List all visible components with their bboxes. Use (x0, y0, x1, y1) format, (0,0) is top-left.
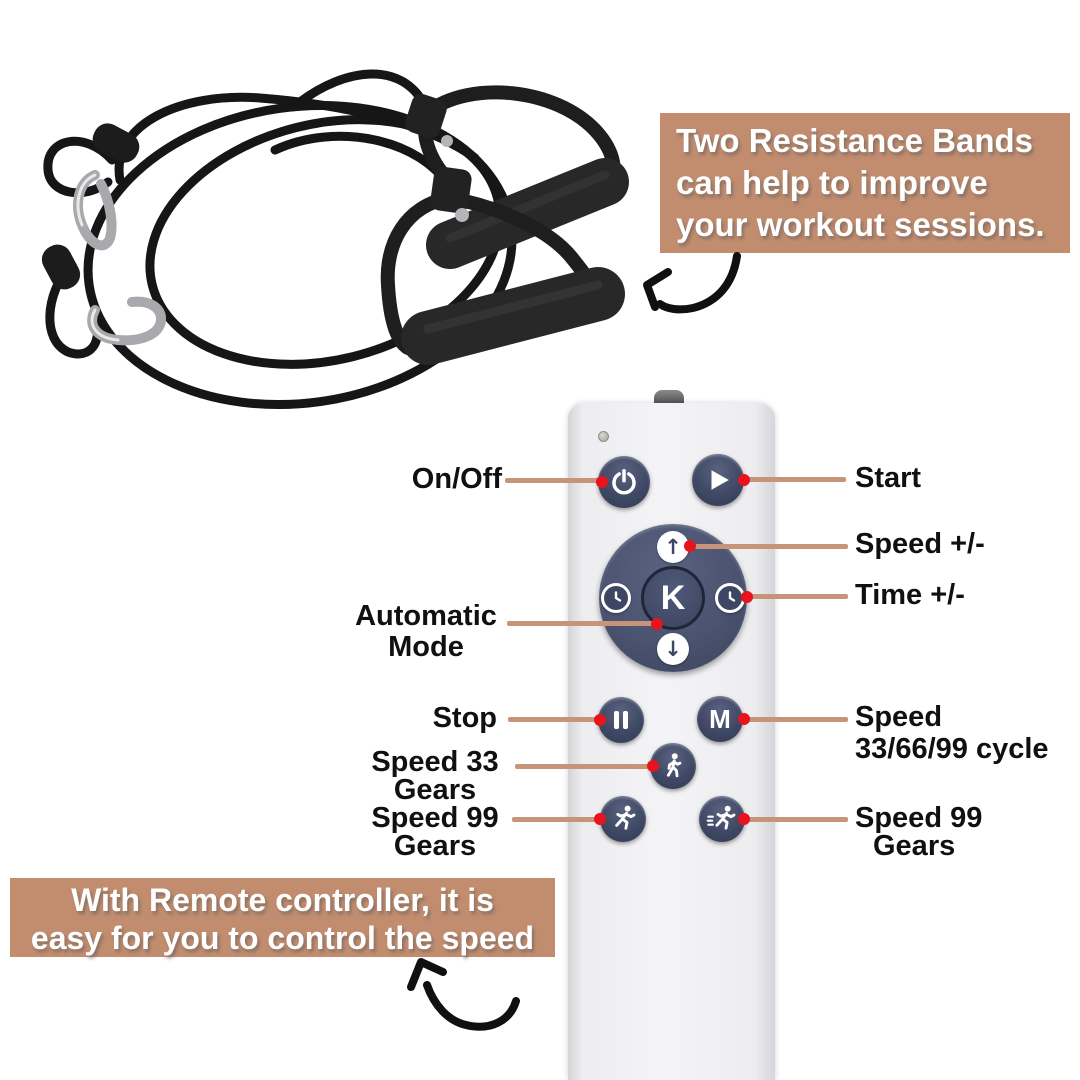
time-minus-button[interactable] (601, 583, 631, 613)
callout-dot-cycle (738, 713, 750, 725)
label-automatic-mode: Automatic Mode (355, 600, 497, 663)
down-arrow-icon: ↓ (664, 636, 682, 661)
label-speed-99-gears-right: Speed 99 Gears (855, 802, 983, 862)
callout-line-speed99-right (744, 817, 848, 822)
m-key-label: M (709, 703, 731, 734)
callout-dot-on-off (596, 476, 608, 488)
callout-dot-speed (684, 540, 696, 552)
bottom-banner: With Remote controller, it is easy for y… (10, 878, 555, 957)
callout-dot-time (741, 591, 753, 603)
callout-dot-speed99-right (738, 813, 750, 825)
speed-down-button[interactable]: ↓ (657, 633, 689, 665)
k-key-label: K (660, 578, 686, 617)
timer-icon (722, 590, 738, 606)
bottom-banner-line1: With Remote controller, it is (71, 882, 494, 918)
resistance-bands-photo (41, 69, 629, 410)
sprint-icon (706, 805, 736, 830)
label-speed-plus-minus: Speed +/- (855, 528, 985, 560)
dpad: ↑ ↓ K (599, 524, 747, 672)
pause-icon (614, 711, 628, 729)
label-speed-cycle: Speed 33/66/99 cycle (855, 701, 1049, 765)
walk-icon (666, 753, 682, 778)
label-speed-33-gears: Speed 33 Gears (371, 746, 499, 806)
power-icon (612, 469, 636, 495)
top-banner: Two Resistance Bands can help to improve… (660, 113, 1070, 253)
callout-line-on-off (505, 478, 603, 483)
start-button[interactable] (692, 454, 744, 506)
callout-line-speed99-left (512, 817, 601, 822)
mode-cycle-button[interactable]: M (697, 696, 743, 742)
label-stop: Stop (432, 702, 497, 734)
top-banner-line1: Two Resistance Bands (676, 122, 1033, 159)
label-on-off: On/Off (411, 463, 502, 495)
bottom-banner-line2: easy for you to control the speed (30, 920, 535, 956)
callout-line-time (747, 594, 848, 599)
callout-dot-stop (594, 714, 606, 726)
play-icon (711, 470, 729, 490)
remote-controller (568, 403, 775, 1080)
callout-line-cycle (744, 717, 848, 722)
up-arrow-icon: ↑ (664, 534, 682, 559)
callout-line-speed (690, 544, 848, 549)
speed-up-button[interactable]: ↑ (657, 531, 689, 563)
top-banner-line2: can help to improve (676, 164, 988, 201)
curved-arrow-top (643, 252, 741, 314)
callout-line-speed33 (515, 764, 654, 769)
time-plus-button[interactable] (715, 583, 745, 613)
callout-dot-automatic (651, 618, 663, 630)
cord-ferrules (41, 123, 140, 290)
callout-line-start (744, 477, 846, 482)
led-indicator-icon (598, 431, 609, 442)
callout-line-automatic (507, 621, 657, 626)
handle-lower (380, 166, 625, 365)
speed-99-button[interactable] (600, 796, 646, 842)
carabiner-clips (73, 170, 166, 346)
callout-dot-speed99-left (594, 813, 606, 825)
callout-line-stop (508, 717, 601, 722)
timer-icon (608, 590, 624, 606)
callout-dot-start (738, 474, 750, 486)
label-time-plus-minus: Time +/- (855, 579, 965, 611)
label-speed-99-gears-left: Speed 99 Gears (371, 802, 499, 862)
curved-arrow-bottom (407, 958, 520, 1031)
callout-dot-speed33 (647, 760, 659, 772)
handle-upper (405, 85, 629, 269)
top-banner-line3: your workout sessions. (676, 206, 1045, 243)
speed-99-fast-button[interactable] (699, 796, 745, 842)
run-icon (615, 805, 636, 830)
label-start: Start (855, 462, 922, 494)
stop-button[interactable] (598, 697, 644, 743)
